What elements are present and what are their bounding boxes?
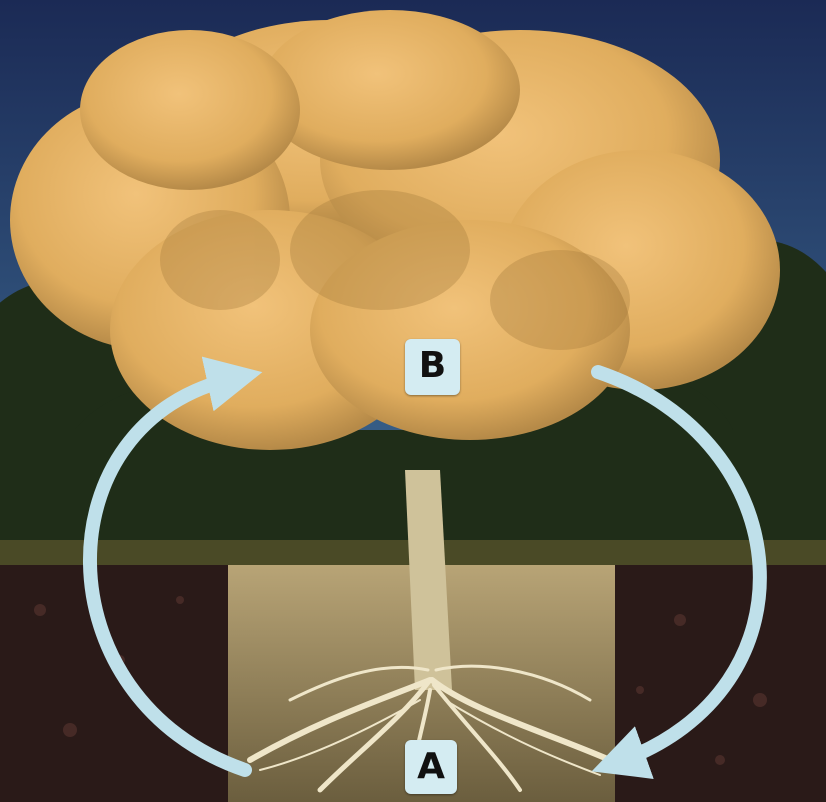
soil-dark-left (0, 565, 228, 802)
label-a: A (405, 740, 457, 794)
label-b: B (405, 339, 460, 395)
